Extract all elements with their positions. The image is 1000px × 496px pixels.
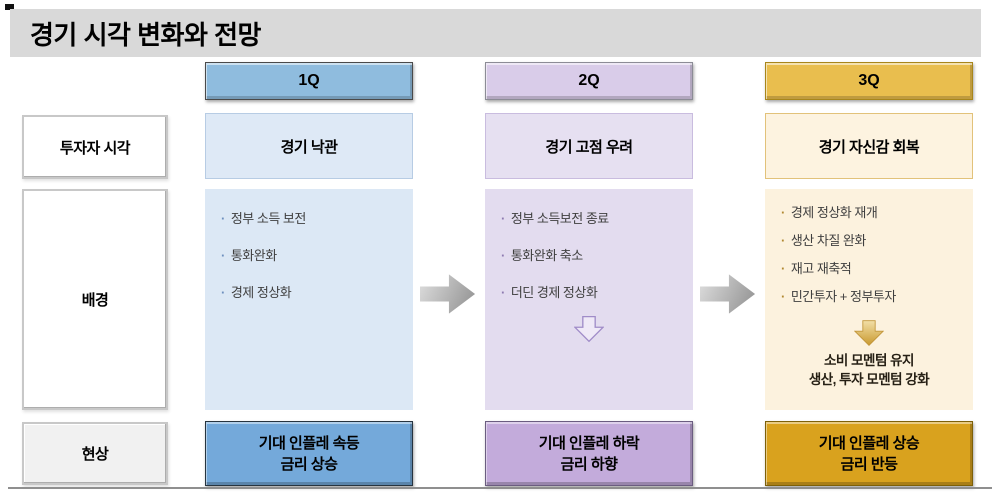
- q2-view-box: 경기 고점 우려: [485, 113, 693, 179]
- bullet-item: 통화완화 축소: [501, 248, 683, 264]
- q3-down-arrow-icon: [854, 320, 884, 346]
- row-label-phenomenon: 현상: [22, 422, 168, 485]
- bullet-item: 정부 소득 보전: [221, 211, 403, 227]
- q1-phenomenon-line1: 기대 인플레 속등: [258, 434, 360, 452]
- q1-view-box: 경기 낙관: [205, 113, 413, 179]
- q2-phenomenon-box: 기대 인플레 하락 금리 하향: [485, 421, 693, 486]
- q2-down-arrow-icon: [574, 315, 604, 343]
- q3-phenomenon-box: 기대 인플레 상승 금리 반등: [765, 421, 973, 486]
- bullet-item: 경제 정상화 재개: [781, 205, 963, 221]
- flow-arrow-q1-q2-icon: [420, 274, 476, 314]
- q2-phenomenon-line2: 금리 하향: [560, 455, 618, 473]
- slide-title-bar: 경기 시각 변화와 전망: [10, 9, 981, 57]
- bullet-item: 민간투자 + 정부투자: [781, 289, 963, 305]
- q1-phenomenon-line2: 금리 상승: [280, 455, 338, 473]
- bullet-item: 정부 소득보전 종료: [501, 211, 683, 227]
- bullet-item: 재고 재축적: [781, 261, 963, 277]
- q3-header: 3Q: [765, 62, 973, 100]
- bullet-item: 생산 차질 완화: [781, 233, 963, 249]
- q3-bullet-list: 경제 정상화 재개 생산 차질 완화 재고 재축적 민간투자 + 정부투자: [765, 189, 973, 305]
- flow-arrow-q2-q3-icon: [700, 274, 756, 314]
- bottom-divider: [8, 487, 992, 489]
- q2-background-box: 정부 소득보전 종료 통화완화 축소 더딘 경제 정상화: [485, 189, 693, 410]
- row-label-investor-view: 투자자 시각: [22, 115, 168, 179]
- row-label-background: 배경: [22, 189, 168, 410]
- top-accent-mark: [5, 4, 14, 10]
- bullet-item: 더딘 경제 정상화: [501, 285, 683, 301]
- q3-conclusion-line2: 생산, 투자 모멘텀 강화: [808, 372, 930, 387]
- q3-phenomenon-line2: 금리 반등: [840, 455, 898, 473]
- q2-phenomenon-line1: 기대 인플레 하락: [538, 434, 640, 452]
- q1-background-box: 정부 소득 보전 통화완화 경제 정상화: [205, 189, 413, 410]
- q3-background-box: 경제 정상화 재개 생산 차질 완화 재고 재축적 민간투자 + 정부투자 소비…: [765, 189, 973, 410]
- q3-conclusion: 소비 모멘텀 유지 생산, 투자 모멘텀 강화: [765, 351, 973, 389]
- q3-view-box: 경기 자신감 회복: [765, 113, 973, 179]
- q1-phenomenon-box: 기대 인플레 속등 금리 상승: [205, 421, 413, 486]
- q3-conclusion-line1: 소비 모멘텀 유지: [824, 353, 914, 368]
- bullet-item: 경제 정상화: [221, 285, 403, 301]
- q2-header: 2Q: [485, 62, 693, 100]
- page-title: 경기 시각 변화와 전망: [30, 19, 261, 50]
- q2-bullet-list: 정부 소득보전 종료 통화완화 축소 더딘 경제 정상화: [485, 189, 693, 301]
- q3-phenomenon-line1: 기대 인플레 상승: [818, 434, 920, 452]
- bullet-item: 통화완화: [221, 248, 403, 264]
- q1-bullet-list: 정부 소득 보전 통화완화 경제 정상화: [205, 189, 413, 301]
- q1-header: 1Q: [205, 62, 413, 100]
